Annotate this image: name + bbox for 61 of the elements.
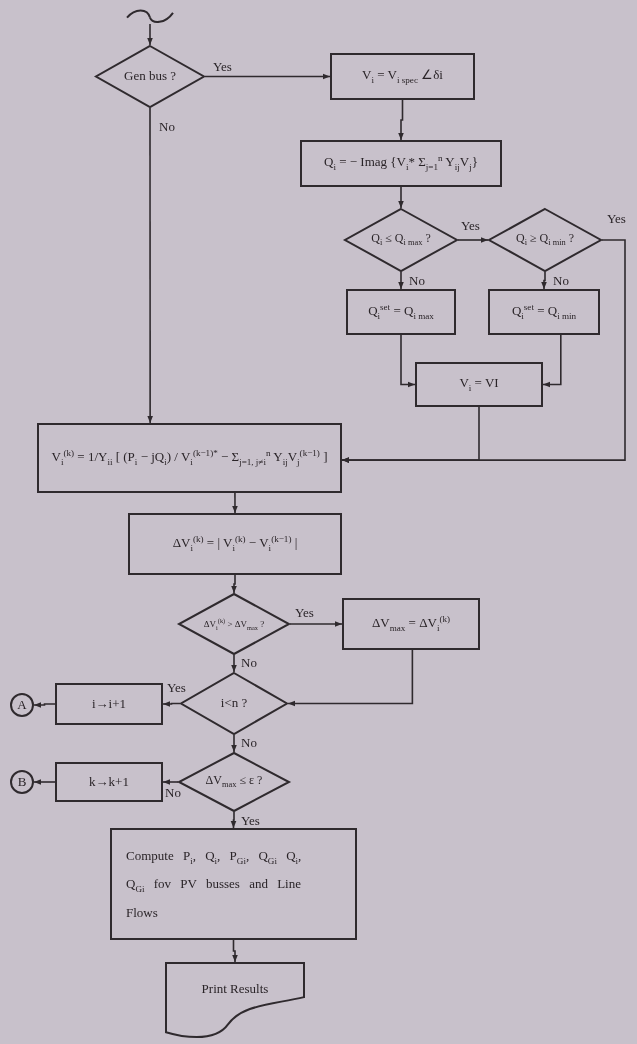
- process-box: [415, 362, 543, 407]
- node-label: k→k+1: [88, 773, 130, 791]
- flow-arrow: [231, 574, 237, 594]
- node-label: i→i+1: [90, 695, 128, 713]
- node-label: A: [16, 696, 28, 714]
- node-label: Q$_{i}$$^{set}$ = Q$_{i max}$: [367, 301, 435, 323]
- node-label: Q$_{i}$$^{set}$ = Q$_{i min}$: [510, 301, 578, 323]
- flow-arrow: [398, 99, 404, 141]
- flow-arrow: [162, 701, 181, 707]
- flow-arrow: [541, 271, 547, 290]
- flow-arrow: [33, 779, 56, 785]
- process-box: [110, 828, 357, 940]
- node-label: Q$_{i}$ = − Imag {V$_{i}$* Σ$_{j=1}$$^{n}$ Y$_{ij}$V$_{j}$}: [323, 153, 479, 174]
- flow-arrow: [232, 939, 238, 963]
- process-box: [488, 289, 600, 335]
- node-label: Gen bus ?: [123, 68, 177, 85]
- decision-diamond: [95, 45, 205, 108]
- node-label: Compute P$_{i}$, Q$_{i}$, P$_{Gi}$, Q$_{Gi}$ Q$_{i}$, Q$_{Gi}$ fov PV busses and Line Flows: [125, 846, 303, 923]
- node-label: Q$_{i}$ ≥ Q$_{i min}$ ?: [514, 231, 575, 249]
- node-label: Q$_{i}$ ≤ Q$_{i max}$ ?: [370, 231, 432, 249]
- node-label: Print Results: [200, 980, 270, 998]
- flow-arrow: [230, 811, 237, 829]
- connector-circle: [10, 693, 34, 717]
- node-label: i<n ?: [219, 695, 249, 712]
- flow-arrow: [162, 779, 179, 785]
- node-label: V$_{i}$ = V$_{i spec}$ ∠δi: [361, 67, 444, 86]
- process-box: [346, 289, 456, 335]
- process-box: [37, 423, 342, 493]
- wave-symbol: [125, 8, 175, 24]
- node-label: V$_{i}$ = VI: [458, 375, 500, 394]
- node-label: V$_{i}$$^{(k)}$ = 1/Y$_{ii}$ [ (P$_{i}$ − jQ$_{i}$) / V$_{i}$$^{(k−1)*}$ − Σ$_{j=1, j≠i}$$^{n}$ Y$_{ij}$V$_{j}$$^{(k−1)}$ ]: [50, 447, 329, 469]
- flow-arrow: [457, 237, 489, 243]
- node-label: ΔV$_{max}$ ≤ ε ?: [204, 773, 264, 791]
- flow-arrow: [147, 107, 153, 424]
- flow-arrow: [204, 73, 331, 80]
- node-label: ΔV$_{i}$$^{(k)}$ > ΔV$_{max}$ ?: [202, 616, 266, 632]
- flow-arrow: [542, 334, 562, 388]
- flow-arrow: [147, 23, 153, 46]
- process-box: [330, 53, 475, 100]
- flow-arrow: [400, 334, 416, 388]
- flow-arrow: [232, 492, 238, 514]
- flow-arrow: [231, 734, 237, 753]
- node-label: ΔV$_{i}$$^{(k)}$ = | V$_{i}$$^{(k)}$ − V$_{i}$$^{(k−1)}$ |: [171, 533, 299, 555]
- flow-arrow: [289, 621, 343, 627]
- process-box: [55, 683, 163, 725]
- flow-arrow: [33, 702, 56, 708]
- decision-diamond: [488, 208, 602, 272]
- process-box: [300, 140, 502, 187]
- process-box: [342, 598, 480, 650]
- flow-arrow: [287, 649, 414, 707]
- decision-diamond: [344, 208, 458, 272]
- node-label: B: [16, 773, 28, 791]
- connector-circle: [10, 770, 34, 794]
- decision-diamond: [178, 593, 290, 655]
- flow-arrow: [398, 271, 404, 290]
- document-shape: [165, 962, 305, 1040]
- process-box: [55, 762, 163, 802]
- flow-arrow: [341, 406, 480, 463]
- process-box: [128, 513, 342, 575]
- flow-arrow: [231, 654, 237, 673]
- flow-arrow: [398, 186, 404, 209]
